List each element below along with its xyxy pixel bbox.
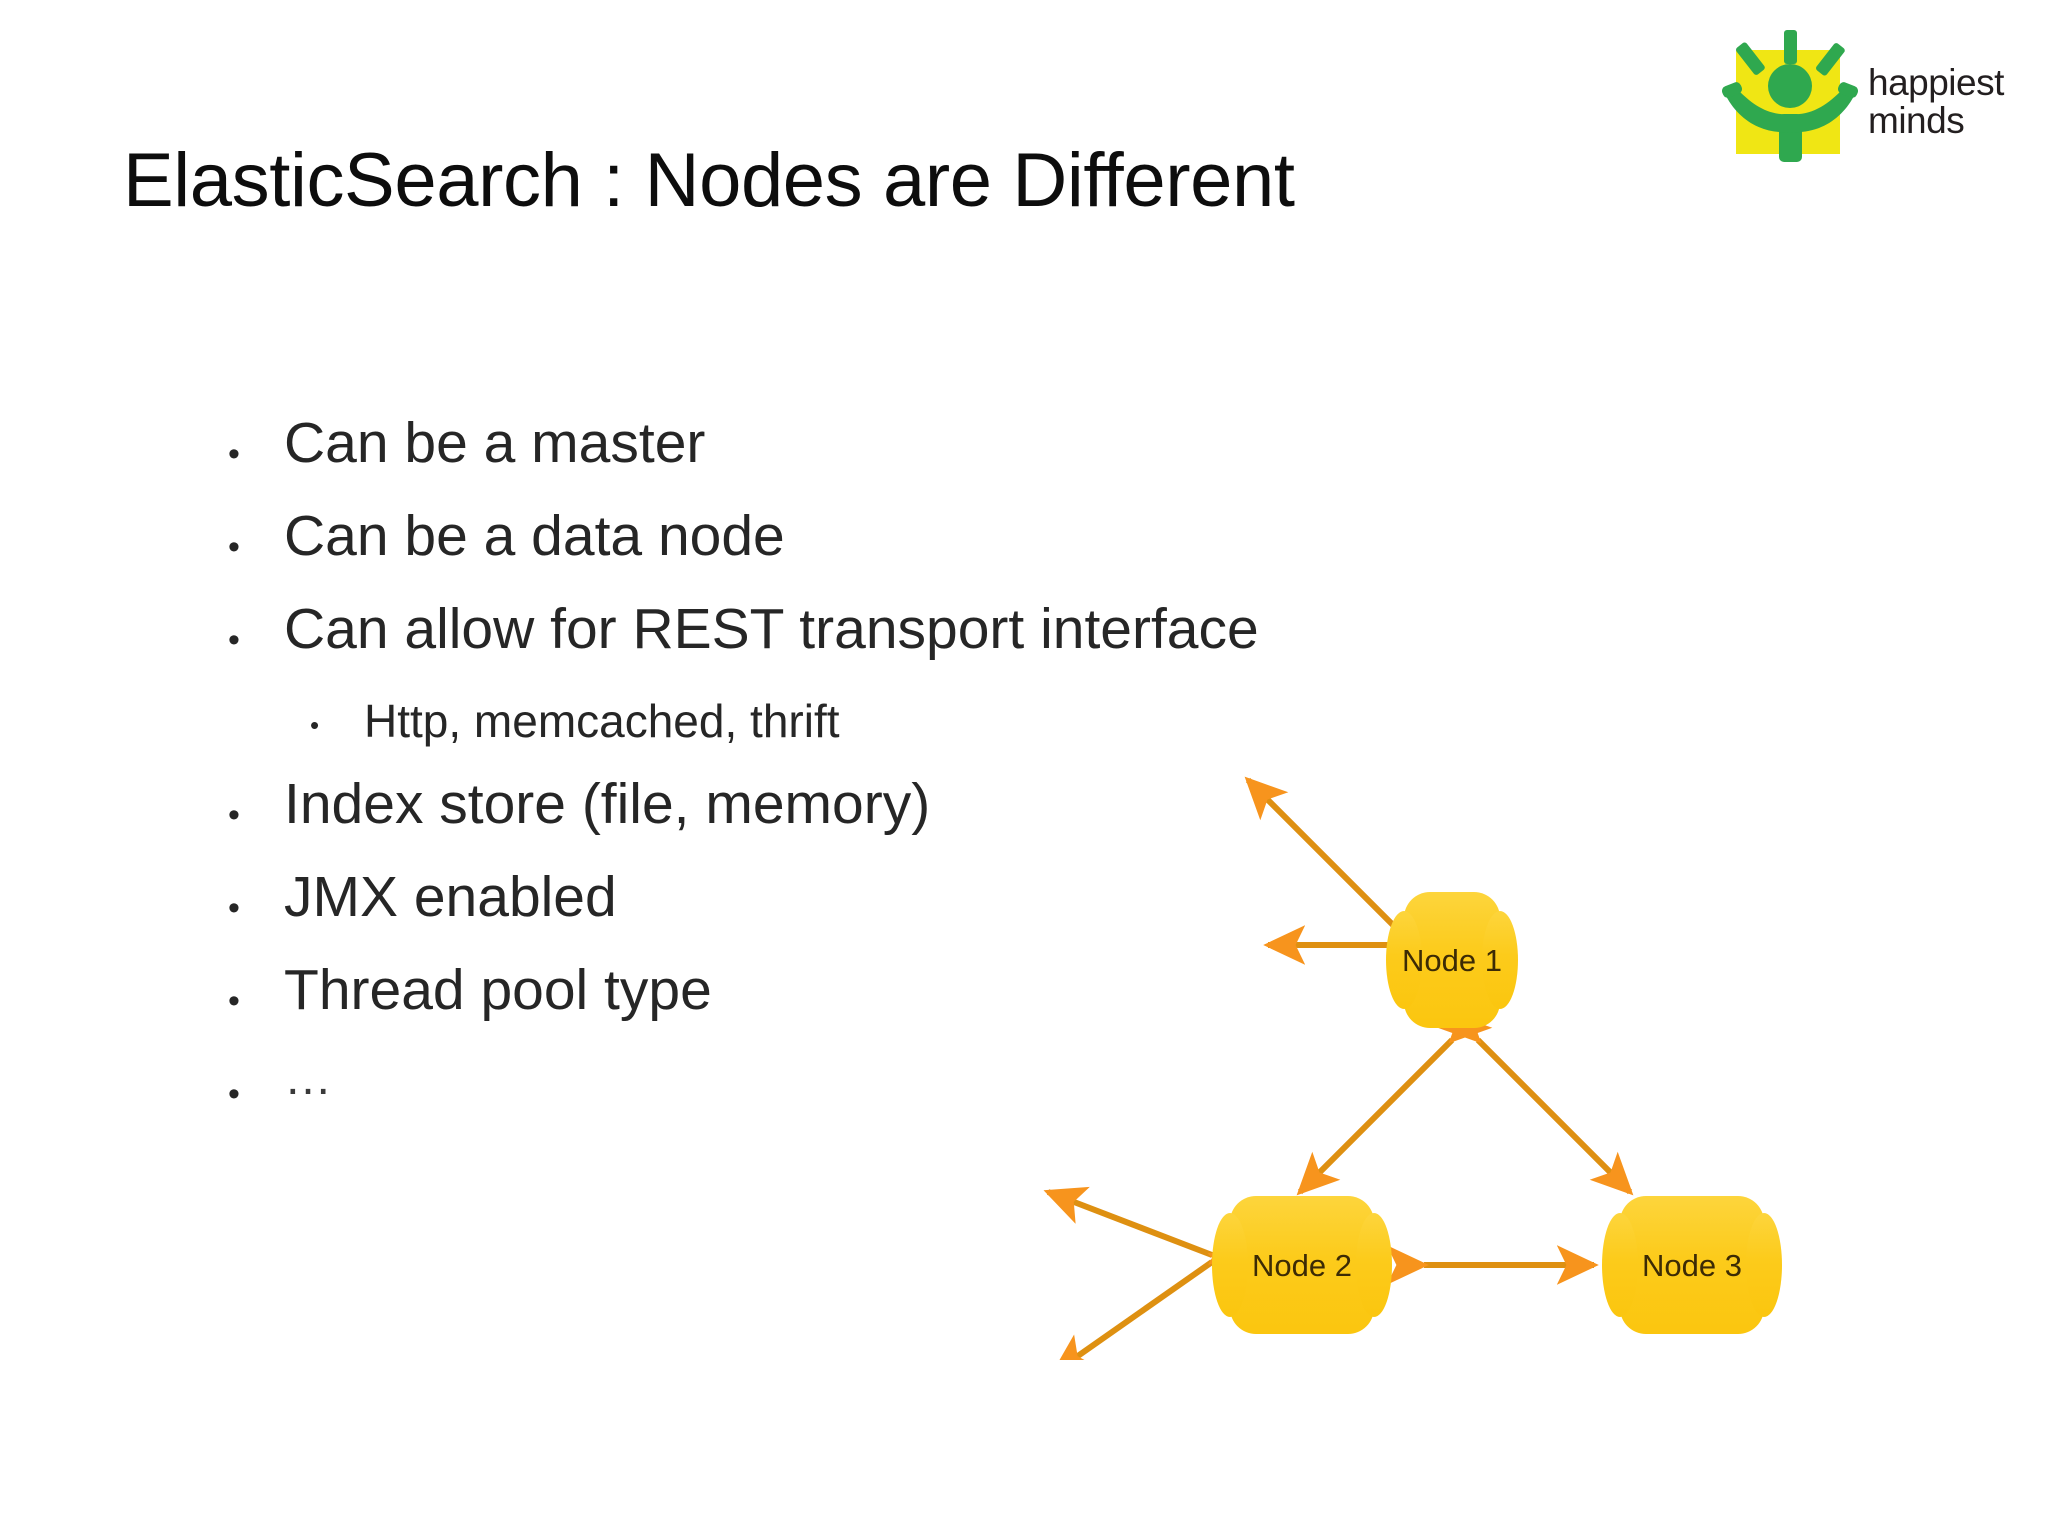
node-1-label: Node 1: [1402, 943, 1502, 978]
bullet-dot-icon: •: [228, 796, 240, 834]
node-1-shape: [1404, 892, 1500, 1028]
external-link-node2-lowerleft: [1051, 1224, 1254, 1360]
list-item: • Can allow for REST transport interface: [228, 601, 1528, 694]
list-item: • Index store (file, memory): [228, 776, 1528, 869]
list-item-sub: • Http, memcached, thrift: [228, 694, 1528, 776]
bullet-dot-icon: •: [228, 889, 240, 927]
list-item-label: Can allow for REST transport interface: [284, 597, 1259, 661]
bullet-dot-icon: •: [310, 710, 320, 740]
link-node1-node3: [1437, 999, 1634, 1196]
list-item-label: Can be a data node: [284, 504, 785, 568]
list-item: • …: [228, 1055, 1528, 1148]
list-item: • Thread pool type: [228, 962, 1528, 1055]
node-3-right-bulge: [1746, 1213, 1782, 1317]
node-3-shape: [1620, 1196, 1764, 1334]
list-item-label: Http, memcached, thrift: [364, 695, 840, 747]
bullet-dot-icon: •: [228, 982, 240, 1020]
link-node1-node2: [1296, 999, 1493, 1196]
list-item-label: JMX enabled: [284, 865, 617, 929]
node-2-left-bulge: [1212, 1213, 1248, 1317]
list-item-label: …: [284, 1052, 332, 1105]
happiest-minds-logo-mark: [1722, 30, 1858, 162]
external-link-node1-upright: [1244, 776, 1449, 981]
elasticsearch-cluster-node-diagram: Node 1 Node 2 Node 3: [1000, 740, 1900, 1360]
list-item: • Can be a master: [228, 415, 1528, 508]
bullet-list: • Can be a master • Can be a data node •…: [228, 415, 1528, 1148]
bullet-dot-icon: •: [228, 528, 240, 566]
bullet-dot-icon: •: [228, 435, 240, 473]
node-1-right-bulge: [1482, 911, 1518, 1009]
node-2[interactable]: Node 2: [1212, 1196, 1392, 1334]
happiest-minds-logo: happiest minds: [1722, 28, 2022, 173]
logo-word-line2: minds: [1868, 100, 1965, 142]
node-1[interactable]: Node 1: [1386, 892, 1518, 1028]
list-item: • JMX enabled: [228, 869, 1528, 962]
node-2-shape: [1230, 1196, 1374, 1334]
page-title: ElasticSearch : Nodes are Different: [123, 138, 1295, 223]
bullet-dot-icon: •: [228, 621, 240, 659]
bullet-dot-icon: •: [228, 1075, 240, 1113]
external-link-node2-upperleft: [1043, 1186, 1254, 1287]
node-3[interactable]: Node 3: [1602, 1196, 1782, 1334]
list-item-label: Thread pool type: [284, 958, 712, 1022]
node-3-label: Node 3: [1642, 1248, 1742, 1283]
logo-wordmark: happiest minds: [1868, 62, 2004, 142]
list-item-label: Index store (file, memory): [284, 772, 931, 836]
list-item-label: Can be a master: [284, 411, 706, 475]
node-1-left-bulge: [1386, 911, 1422, 1009]
logo-word-line1: happiest: [1868, 62, 2004, 103]
node-2-right-bulge: [1356, 1213, 1392, 1317]
list-item: • Can be a data node: [228, 508, 1528, 601]
node-2-label: Node 2: [1252, 1248, 1352, 1283]
node-3-left-bulge: [1602, 1213, 1638, 1317]
node-diagram-svg: Node 1 Node 2 Node 3: [1043, 776, 1782, 1360]
